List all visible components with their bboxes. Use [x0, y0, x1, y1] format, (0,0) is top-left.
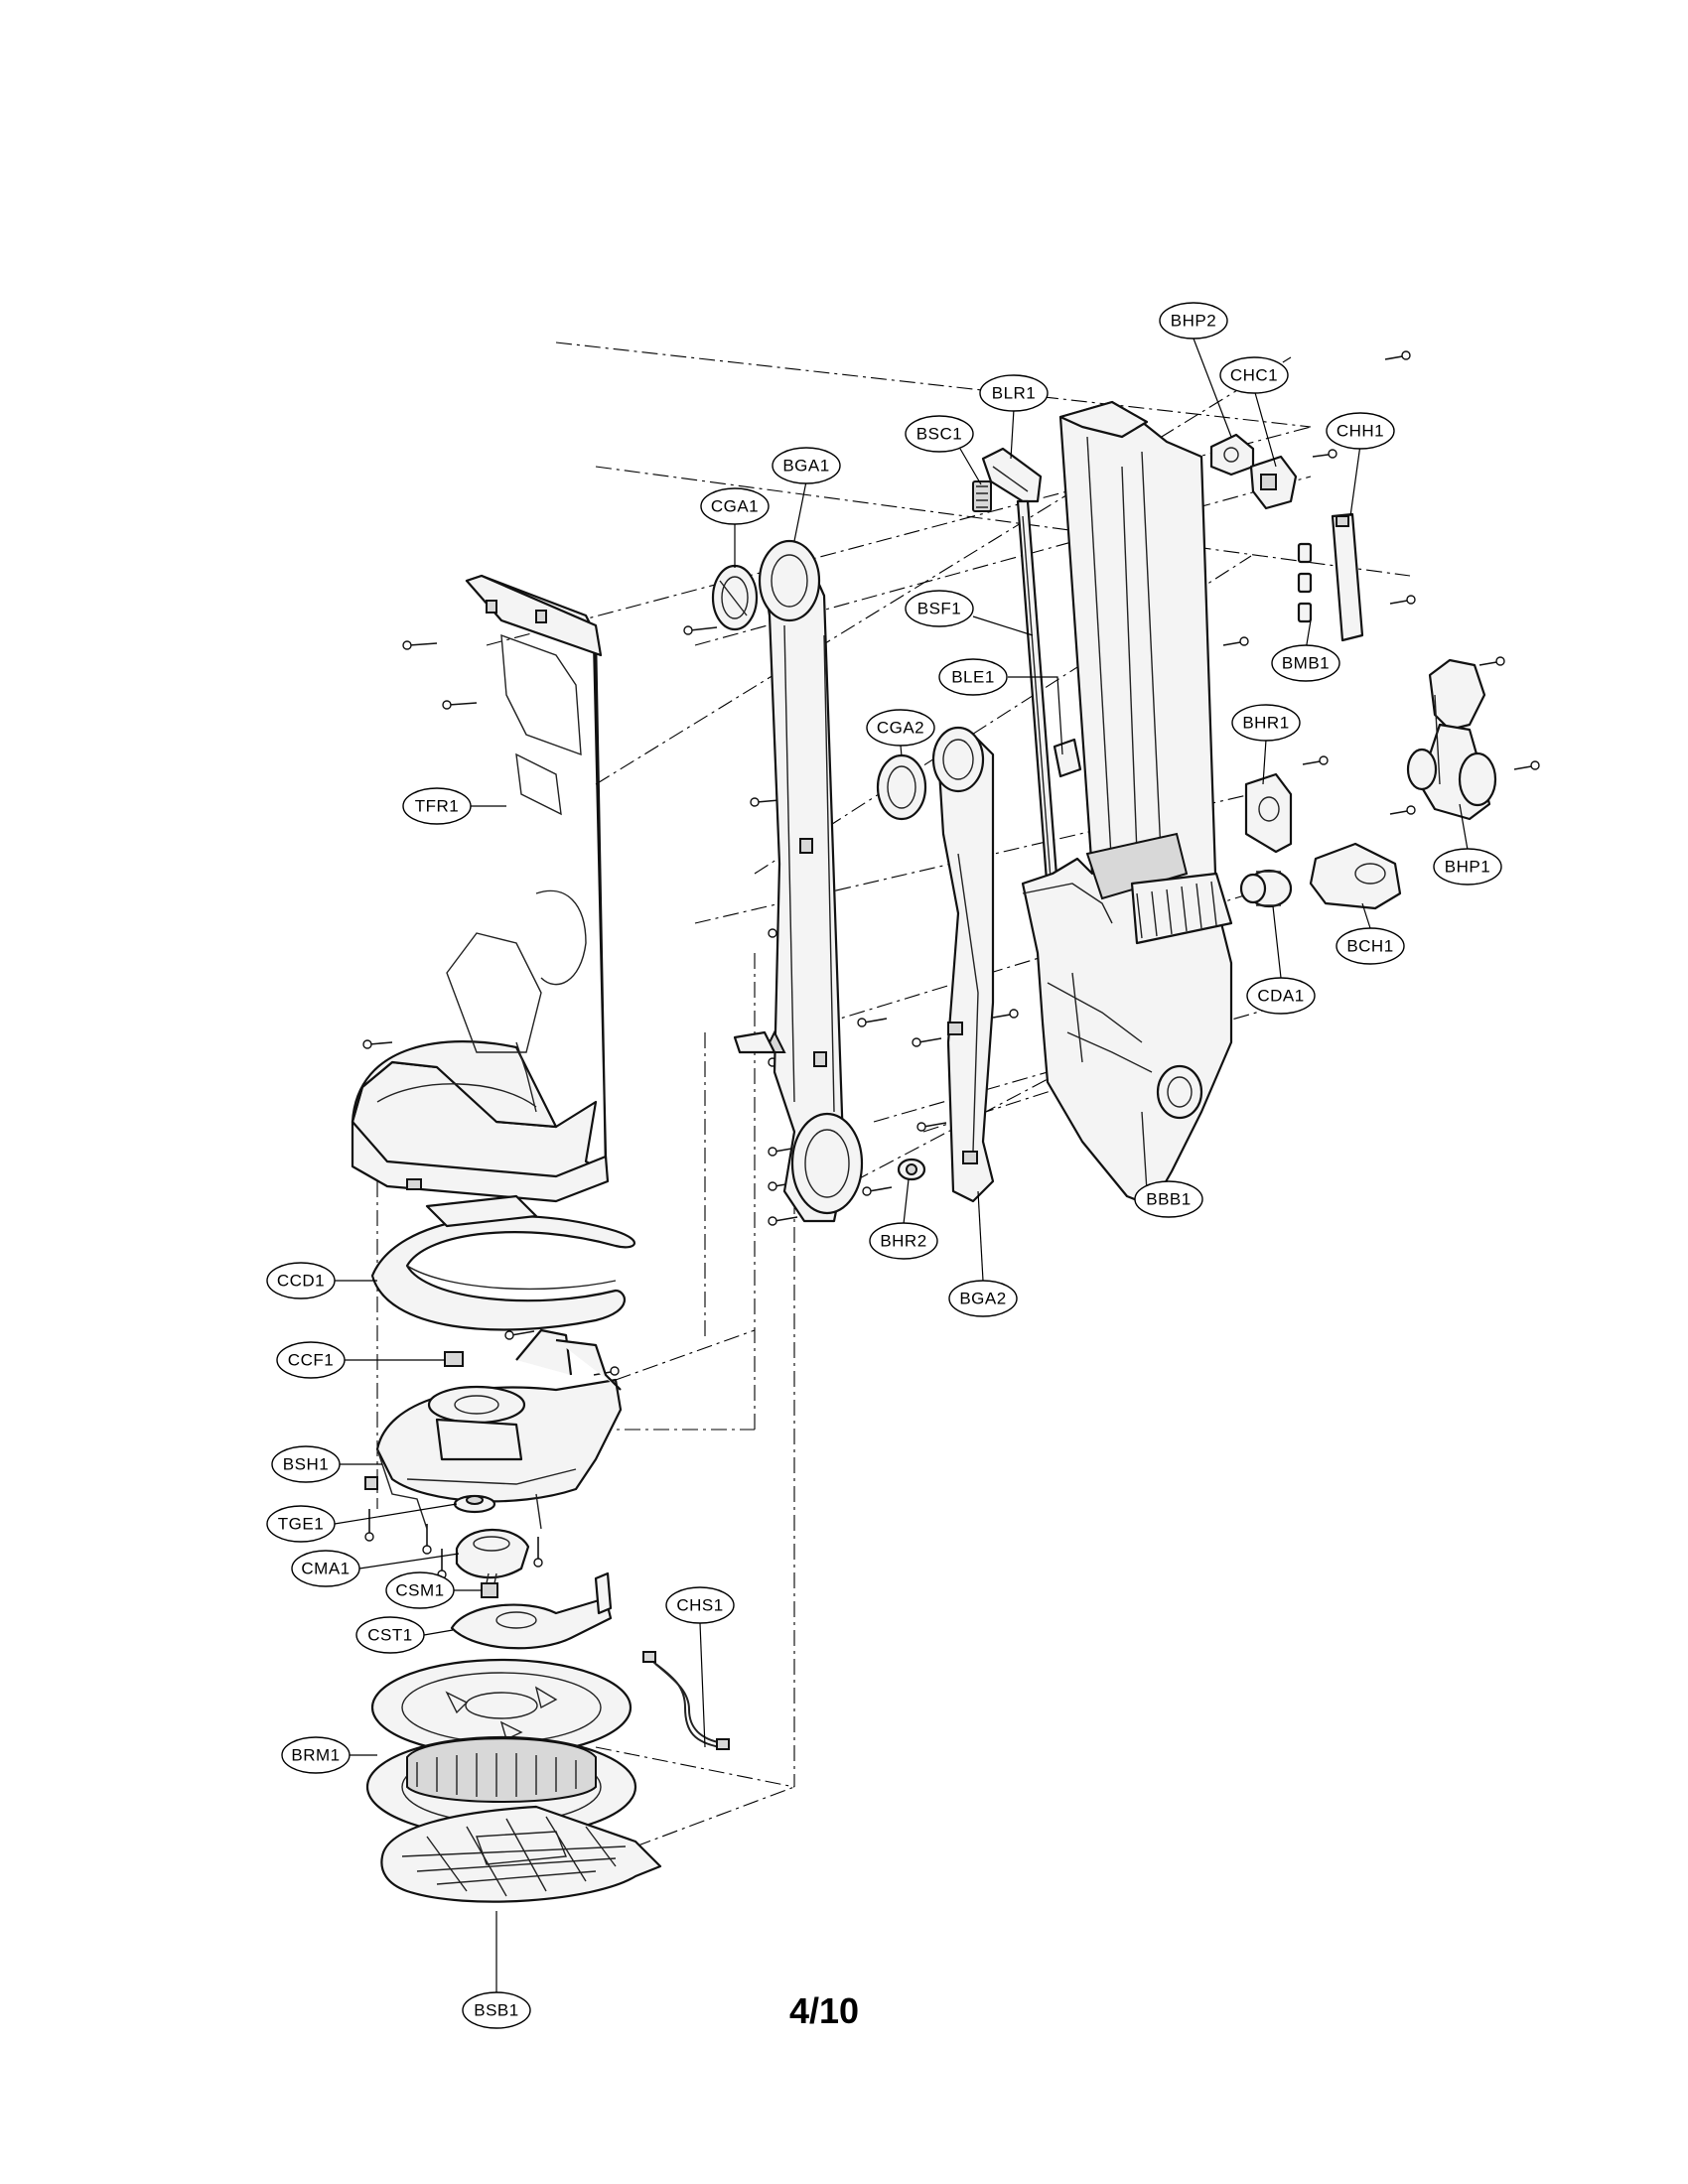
label-bhr1: BHR1	[1231, 704, 1301, 742]
part-tge1	[453, 1494, 496, 1514]
label-blr1: BLR1	[979, 374, 1049, 412]
svg-text:CDA1: CDA1	[1257, 987, 1304, 1006]
label-csm1: CSM1	[385, 1571, 455, 1609]
label-ccd1: CCD1	[266, 1262, 336, 1299]
part-bch1	[1309, 842, 1402, 910]
part-chc1	[1249, 455, 1298, 510]
svg-text:CCD1: CCD1	[277, 1272, 325, 1291]
label-bhp2: BHP2	[1159, 302, 1228, 340]
part-cst1	[450, 1571, 613, 1650]
label-cma1: CMA1	[291, 1550, 360, 1587]
svg-text:BMB1: BMB1	[1282, 654, 1330, 673]
svg-text:BGA2: BGA2	[959, 1290, 1006, 1308]
part-chs1	[642, 1651, 730, 1750]
part-bsb1	[380, 1805, 662, 1903]
part-bga2	[931, 726, 995, 1203]
part-bsc1	[972, 480, 992, 512]
label-bga1: BGA1	[772, 447, 841, 484]
label-bga2: BGA2	[948, 1280, 1018, 1317]
label-bmb1: BMB1	[1271, 644, 1340, 682]
label-chc1: CHC1	[1219, 356, 1289, 394]
part-ble1	[1053, 738, 1082, 778]
page-number: 4/10	[788, 1990, 860, 2031]
svg-text:CHC1: CHC1	[1230, 366, 1278, 385]
svg-text:BCH1: BCH1	[1346, 937, 1393, 956]
label-chs1: CHS1	[665, 1586, 735, 1624]
part-bhr1	[1244, 772, 1293, 854]
svg-text:CMA1: CMA1	[301, 1560, 350, 1578]
part-cga2	[876, 753, 927, 821]
svg-text:CCF1: CCF1	[288, 1351, 334, 1370]
label-bsb1: BSB1	[462, 1991, 531, 2029]
svg-text:BGA1: BGA1	[782, 457, 829, 476]
svg-text:BLR1: BLR1	[992, 384, 1037, 403]
part-bhr2	[897, 1158, 926, 1181]
svg-text:BSC1: BSC1	[916, 425, 962, 444]
part-bmb1	[1297, 542, 1313, 623]
part-blr1	[981, 447, 1043, 503]
label-brm1: BRM1	[281, 1736, 351, 1774]
label-tge1: TGE1	[266, 1505, 336, 1543]
label-ble1: BLE1	[938, 658, 1008, 696]
part-bga1	[733, 539, 864, 1223]
svg-text:BHR2: BHR2	[880, 1232, 926, 1251]
svg-text:BHR1: BHR1	[1242, 714, 1289, 733]
svg-text:BBB1: BBB1	[1146, 1190, 1191, 1209]
svg-text:BSH1: BSH1	[283, 1455, 329, 1474]
part-brm1	[365, 1658, 637, 1839]
label-tfr1: TFR1	[402, 787, 472, 825]
part-bsf1	[1016, 499, 1059, 895]
svg-text:BSB1: BSB1	[474, 2001, 518, 2020]
svg-text:TFR1: TFR1	[415, 797, 460, 816]
label-ccf1: CCF1	[276, 1341, 346, 1379]
label-bsf1: BSF1	[905, 590, 974, 627]
part-bhp1	[1406, 658, 1497, 821]
label-bsc1: BSC1	[905, 415, 974, 453]
svg-text:CSM1: CSM1	[395, 1581, 444, 1600]
part-bbb1	[1021, 400, 1233, 1208]
label-cst1: CST1	[355, 1616, 425, 1654]
part-labels: BHP2 CHC1 BLR1 CHH1 BSC1 BGA1 CGA1 BSF1 …	[266, 302, 1502, 2029]
svg-text:CST1: CST1	[367, 1626, 412, 1645]
label-cda1: CDA1	[1246, 977, 1316, 1015]
part-tfr1	[351, 574, 610, 1203]
label-bbb1: BBB1	[1134, 1180, 1203, 1218]
label-bhp1: BHP1	[1433, 848, 1502, 886]
part-cda1	[1239, 869, 1293, 908]
label-cga1: CGA1	[700, 487, 770, 525]
svg-text:BHP1: BHP1	[1445, 858, 1490, 877]
svg-text:CGA2: CGA2	[877, 719, 924, 738]
svg-text:BLE1: BLE1	[951, 668, 995, 687]
label-chh1: CHH1	[1326, 412, 1395, 450]
label-bsh1: BSH1	[271, 1445, 341, 1483]
leader-lines	[334, 338, 1469, 1993]
part-chh1	[1331, 512, 1364, 642]
part-ccf1	[444, 1351, 464, 1367]
svg-text:CHH1: CHH1	[1336, 422, 1384, 441]
part-ccd1	[370, 1194, 636, 1331]
svg-text:TGE1: TGE1	[278, 1515, 324, 1534]
label-cga2: CGA2	[866, 709, 935, 747]
part-cga1	[711, 564, 759, 631]
svg-text:CHS1: CHS1	[676, 1596, 723, 1615]
svg-text:BHP2: BHP2	[1171, 312, 1216, 331]
svg-text:CGA1: CGA1	[711, 497, 759, 516]
part-cma1	[455, 1528, 530, 1579]
svg-text:BRM1: BRM1	[291, 1746, 340, 1765]
svg-text:BSF1: BSF1	[917, 600, 962, 618]
part-bsh1	[364, 1328, 623, 1530]
screws	[362, 350, 1540, 1579]
part-bhp2	[1209, 433, 1255, 477]
label-bhr2: BHR2	[869, 1222, 938, 1260]
label-bch1: BCH1	[1336, 927, 1405, 965]
